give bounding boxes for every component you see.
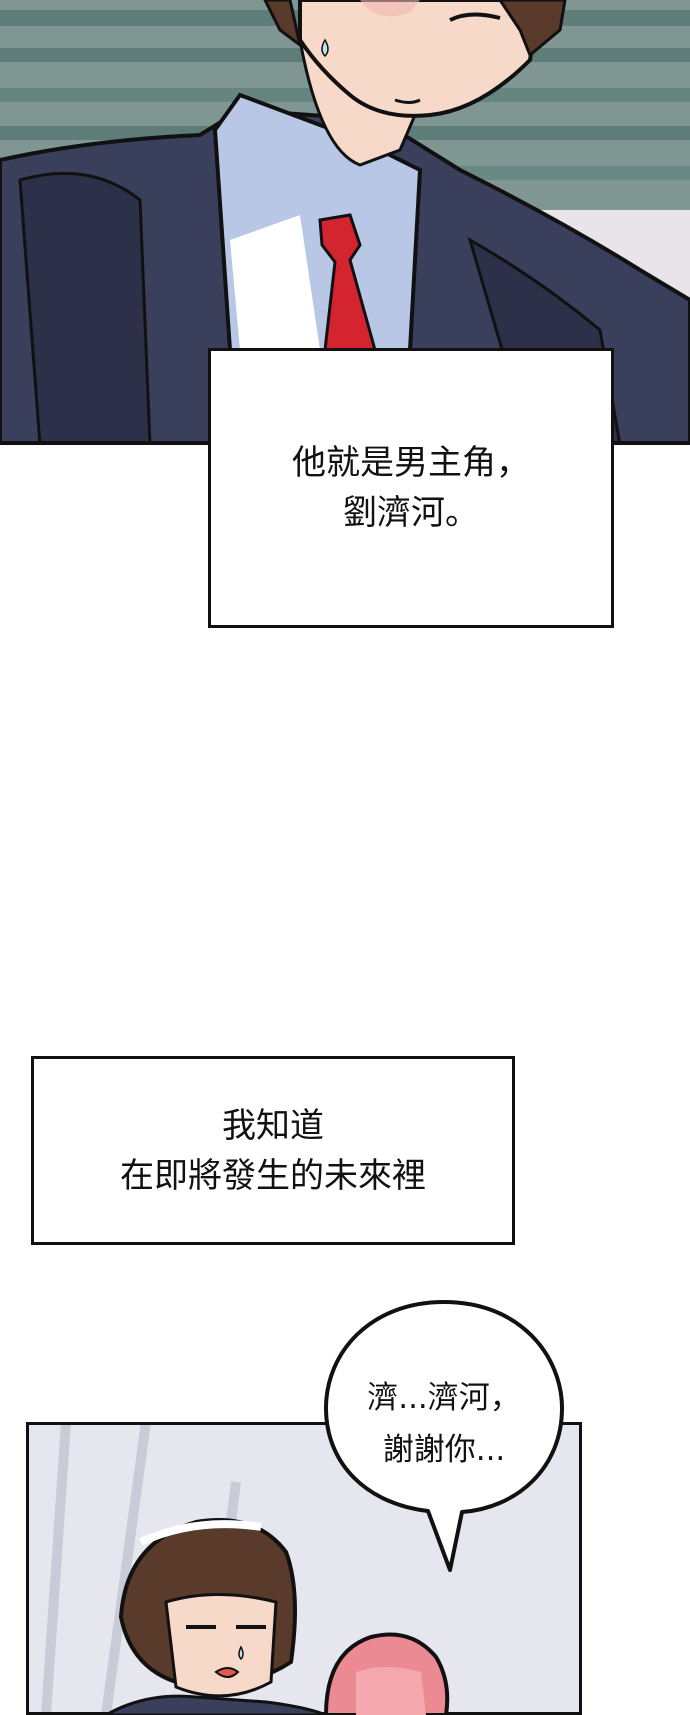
sweat-drop [238,1645,244,1661]
speech-bubble-text: 濟...濟河， 謝謝你... [322,1372,566,1476]
speech-bubble-shape [324,1300,564,1572]
caption-1-line-1: 他就是男主角， [292,443,530,483]
speech-line-2: 謝謝你... [382,1432,506,1468]
sweat-drop [321,38,329,58]
caption-box-2: 我知道 在即將發生的未來裡 [31,1056,515,1245]
top-panel [0,0,690,445]
caption-2-line-2: 在即將發生的未來裡 [120,1155,426,1196]
shirt-front [230,215,320,350]
caption-1-line-2: 劉濟河。 [343,493,479,533]
speech-line-1: 濟...濟河， [367,1380,521,1416]
backpack-strap [18,171,152,445]
caption-2-line-1: 我知道 [222,1105,324,1146]
boy-mouth [214,1667,240,1678]
eye [449,12,501,22]
speech-bubble: 濟...濟河， 謝謝你... [322,1298,566,1574]
face [298,0,543,118]
hair-right [498,0,567,58]
boy-face [164,1593,278,1698]
hair-left [263,0,303,49]
pink-hair-shade [356,1667,426,1715]
top-panel-art [0,0,690,445]
caption-box-1: 他就是男主角， 劉濟河。 [208,348,614,628]
headband [139,1520,262,1546]
blush [360,0,420,17]
boy-jacket [102,1694,327,1715]
mouth [394,98,421,104]
